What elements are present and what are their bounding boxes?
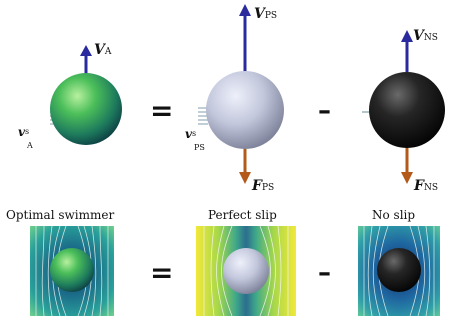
velocity-label-optimal: VA (94, 42, 111, 58)
no-slip-group (362, 30, 445, 184)
velocity-subscript-no-slip: NS (423, 33, 438, 43)
no-slip-streamlines (363, 226, 435, 316)
velocity-label-perfect-slip: VPS (254, 6, 277, 22)
velocity-label-no-slip: VNS (413, 28, 438, 44)
title-perfect-slip: Perfect slip (208, 208, 277, 222)
perfect-slip-field-panel (196, 226, 296, 316)
force-label-perfect-slip: FPS (252, 178, 274, 194)
velocity-symbol-no-slip: V (413, 28, 424, 44)
no-slip-sphere (369, 72, 445, 148)
slip-superscript-perfect-slip: s (191, 129, 197, 138)
perfect-slip-streamlines (203, 226, 289, 316)
slip-subscript-optimal: A (27, 141, 33, 150)
perfect-slip-group (198, 4, 284, 184)
force-symbol-no-slip: F (414, 178, 424, 194)
velocity-arrowhead-perfect-slip (239, 4, 251, 16)
velocity-subscript-perfect-slip: PS (264, 11, 278, 21)
title-no-slip: No slip (372, 208, 416, 222)
optimal-swimmer-sphere (50, 73, 122, 145)
optimal-field-panel (30, 226, 114, 316)
force-arrowhead-perfect-slip (239, 172, 251, 184)
slip-symbol-optimal: v (18, 125, 25, 139)
force-label-no-slip: FNS (414, 178, 438, 194)
velocity-arrowhead-optimal (80, 45, 92, 56)
velocity-arrowhead-no-slip (401, 30, 413, 42)
force-arrowhead-no-slip (401, 172, 413, 184)
minus-sign-bottom: – (318, 258, 331, 288)
slip-label-perfect-slip: vs PS (185, 128, 205, 154)
velocity-symbol-perfect-slip: V (254, 6, 265, 22)
force-symbol-perfect-slip: F (252, 178, 262, 194)
equals-sign-bottom: = (150, 256, 174, 289)
equals-sign-top: = (150, 94, 174, 127)
perfect-slip-field-sphere (223, 248, 269, 294)
no-slip-field-sphere (377, 248, 421, 292)
velocity-subscript-optimal: A (104, 47, 112, 57)
slip-subscript-perfect-slip: PS (194, 143, 205, 152)
slip-symbol-perfect-slip: v (185, 127, 192, 141)
minus-sign-top: – (318, 96, 331, 126)
no-slip-field-panel (358, 226, 440, 316)
slip-velocity-lines-perfect-slip (198, 107, 212, 125)
optimal-swimmer-group (50, 45, 122, 145)
velocity-symbol-optimal: V (94, 42, 105, 58)
title-optimal-swimmer: Optimal swimmer (6, 208, 115, 222)
force-subscript-no-slip: NS (423, 183, 438, 193)
slip-label-optimal: vs A (18, 126, 33, 152)
optimal-field-sphere (50, 248, 94, 292)
force-subscript-perfect-slip: PS (261, 183, 275, 193)
perfect-slip-sphere (206, 71, 284, 149)
slip-superscript-optimal: s (24, 127, 30, 136)
